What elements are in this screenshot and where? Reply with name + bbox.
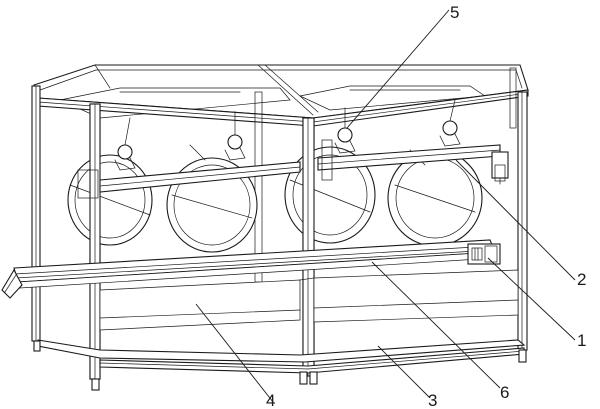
callout-5: 5 (450, 3, 459, 22)
callout-leaders (195, 9, 576, 403)
callout-4: 4 (266, 391, 275, 409)
upper-drive-rail (77, 99, 509, 199)
bottom-frame (33, 269, 527, 391)
callout-labels: 5 2 1 6 3 4 (266, 3, 586, 409)
top-frame (33, 64, 529, 127)
callout-6: 6 (500, 383, 509, 402)
callout-2: 2 (577, 270, 586, 289)
callout-3: 3 (428, 391, 437, 409)
lower-conveyor (1, 239, 501, 299)
callout-1: 1 (577, 331, 586, 350)
